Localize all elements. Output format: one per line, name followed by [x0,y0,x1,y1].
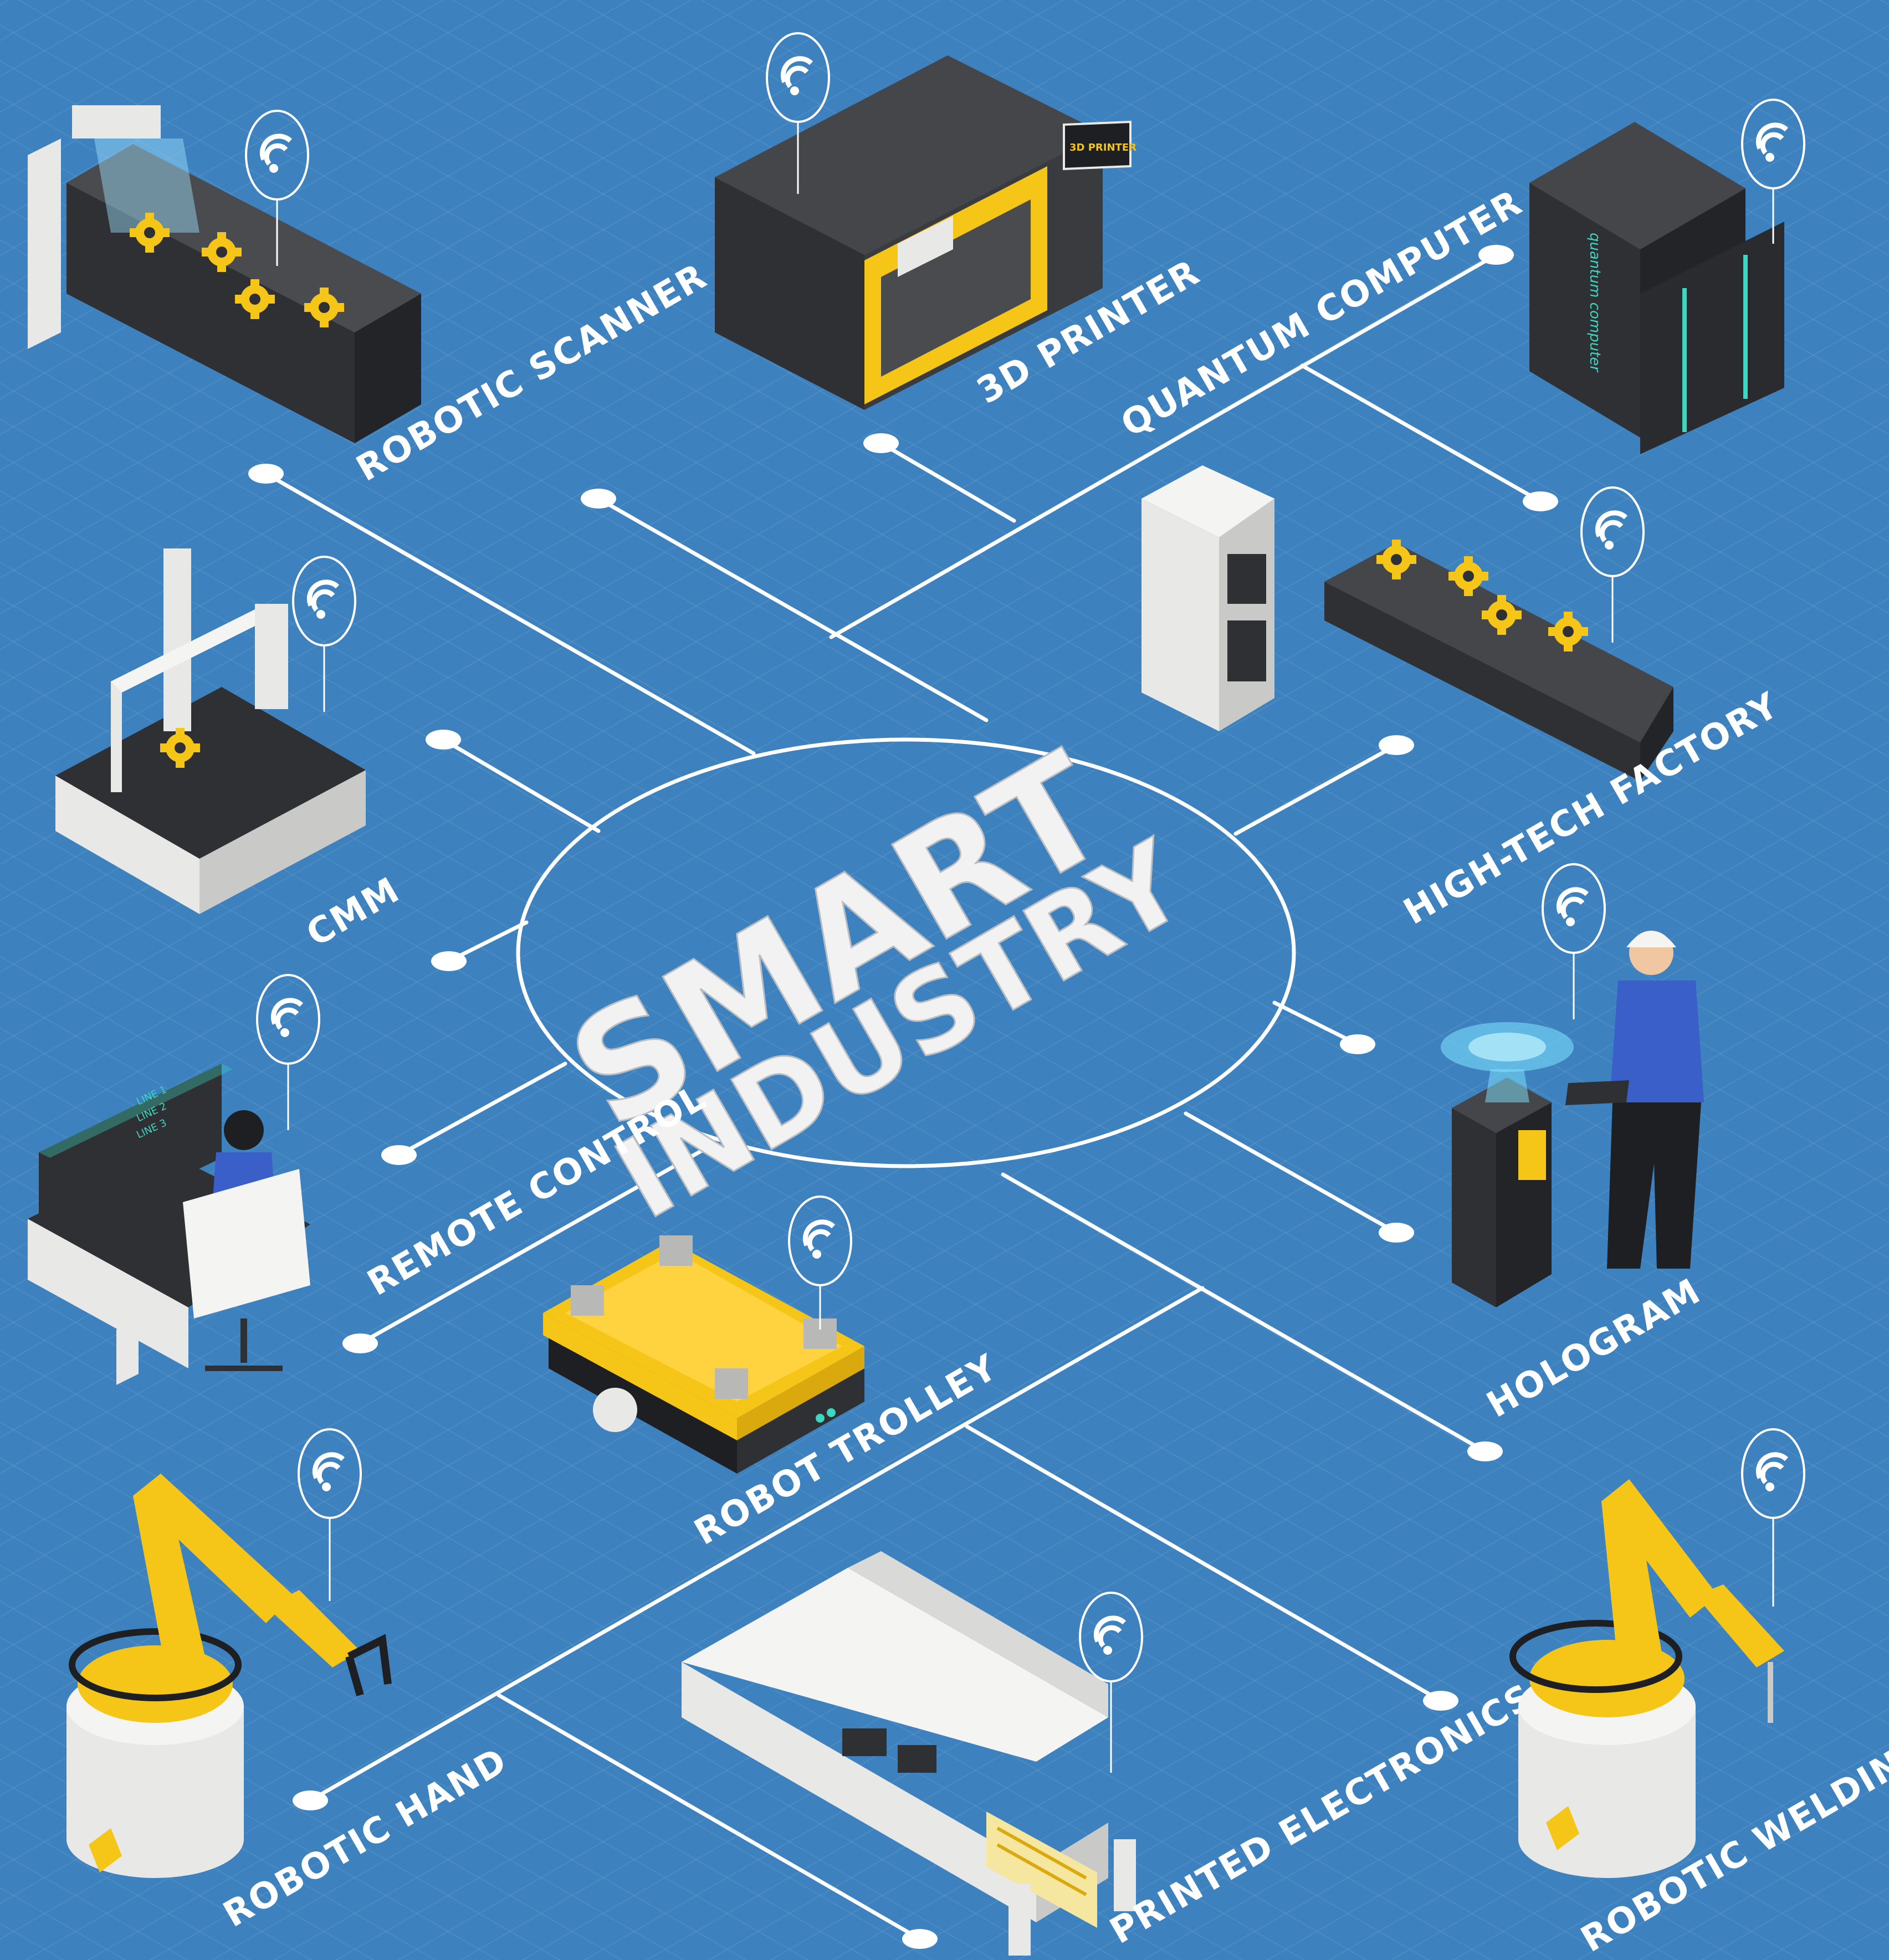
wifi-icon [257,975,319,1130]
robot-trolley-device [543,1197,864,1474]
hologram-projector-icon [1441,1022,1574,1307]
label-printed-electronics: PRINTED ELECTRONICS [1103,1676,1540,1952]
pcb-printer-icon [682,1551,1136,1956]
connector-endpoints [248,245,1558,1949]
label-cmm: CMM [300,870,407,955]
wifi-icon [1742,100,1804,244]
wifi-icon [293,557,355,712]
measuring-machine-icon [55,548,366,914]
3d-printer-icon: 3D PRINTER [715,55,1137,410]
label-quantum-computer: QUANTUM COMPUTER [1114,182,1529,445]
quantum-computer-device: quantum computer [1529,100,1804,454]
robotic-welding-device [1509,1429,1804,1878]
agv-trolley-icon [543,1235,864,1474]
control-desk-icon: LINE 1 LINE 2 LINE 3 [28,1064,310,1385]
high-tech-factory-device [1141,465,1673,781]
robotic-scanner-device [28,105,421,443]
wifi-icon [767,33,829,194]
printer-sign-text: 3D PRINTER [1069,142,1137,153]
wifi-icon [1742,1429,1804,1607]
robot-arm-gripper-icon [66,1474,392,1878]
wifi-icon [1080,1593,1142,1773]
wifi-icon [1543,864,1605,1019]
wifi-icon [246,111,308,266]
wifi-icon [1581,488,1644,643]
connector-lines [264,253,1543,1941]
wifi-icon [789,1197,851,1330]
server-cabinet-icon: quantum computer [1529,122,1784,454]
conveyor-scanner-icon [28,105,421,443]
engineer-figure [1565,931,1704,1269]
hub-ellipse [516,737,1296,1168]
3d-printer-device: 3D PRINTER [715,33,1137,410]
cmm-device [55,548,366,914]
wifi-icon [299,1429,361,1601]
robotic-hand-device [66,1429,392,1878]
robot-arm-welder-icon [1509,1479,1784,1878]
remote-control-device: LINE 1 LINE 2 LINE 3 [28,975,319,1385]
printed-electronics-device [682,1551,1142,1956]
factory-conveyor-icon [1141,465,1673,781]
hologram-device [1441,864,1704,1307]
server-cabinet-text: quantum computer [1586,233,1603,373]
